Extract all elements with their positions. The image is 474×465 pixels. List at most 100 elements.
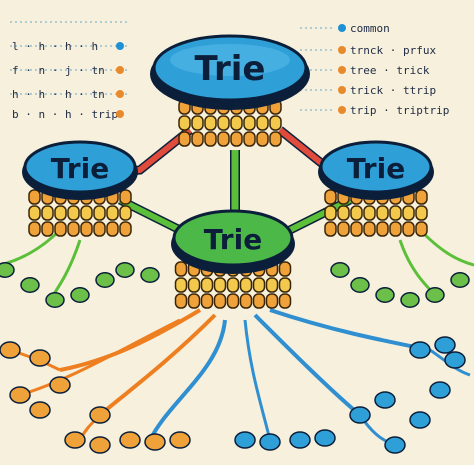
chip (178, 115, 191, 131)
leaf-node (444, 351, 466, 369)
trie-right-label: Trie (347, 152, 405, 185)
leaf-node (29, 349, 51, 367)
chip (324, 189, 337, 205)
leaf-node (289, 431, 311, 449)
chip (269, 115, 282, 131)
leaf-node (64, 431, 86, 449)
trie-center-label: Trie (204, 223, 262, 256)
chip (324, 205, 337, 221)
chip (252, 277, 266, 293)
chip (106, 205, 119, 221)
leaf-node (314, 429, 336, 447)
chip (243, 131, 256, 147)
chip (226, 293, 240, 309)
leaf-node (425, 287, 445, 303)
chip (243, 115, 256, 131)
legend-right-item-3: tree · trick (350, 64, 430, 77)
chip (187, 293, 201, 309)
chip (415, 189, 428, 205)
chip (174, 293, 188, 309)
chip (119, 221, 132, 237)
leaf-node (234, 431, 256, 449)
chip (106, 221, 119, 237)
chip (119, 205, 132, 221)
chip (80, 221, 93, 237)
trie-left-label: Trie (51, 152, 109, 185)
chip-stack (174, 261, 292, 309)
chip (191, 131, 204, 147)
leaf-node (349, 406, 371, 424)
chip (28, 205, 41, 221)
chip (200, 293, 214, 309)
legend-left-item-4: b · n · h · trip (12, 108, 118, 121)
leaf-node (115, 262, 135, 278)
leaf-node (70, 287, 90, 303)
leaf-node (409, 341, 431, 359)
leaf-node (49, 376, 71, 394)
leaf-node (144, 433, 166, 451)
leaf-node (350, 277, 370, 293)
chip (363, 205, 376, 221)
chip (204, 131, 217, 147)
chip (217, 115, 230, 131)
chip (402, 221, 415, 237)
chip (217, 131, 230, 147)
chip (376, 221, 389, 237)
chip (350, 221, 363, 237)
chip (174, 261, 188, 277)
chip (363, 221, 376, 237)
chip (376, 205, 389, 221)
leaf-node (89, 436, 111, 454)
leaf-node (119, 431, 141, 449)
chip (204, 115, 217, 131)
chip-stacks (28, 99, 428, 309)
chip (230, 115, 243, 131)
trie-node-right: Trie (318, 140, 434, 200)
chip (93, 221, 106, 237)
legend-right: common trnck · prfux tree · trick trick … (300, 22, 449, 117)
leaf-node (95, 272, 115, 288)
chip (93, 205, 106, 221)
leaf-node (29, 401, 51, 419)
leaf-node (0, 262, 15, 278)
chip (256, 131, 269, 147)
chip (402, 205, 415, 221)
chip (67, 205, 80, 221)
chip (54, 205, 67, 221)
chip (239, 277, 253, 293)
branch-lines (0, 228, 474, 447)
chip (54, 221, 67, 237)
chip (230, 131, 243, 147)
chip (191, 115, 204, 131)
trie-root-label: Trie (195, 49, 266, 89)
chip (28, 189, 41, 205)
legend-right-item-2: trnck · prfux (350, 44, 436, 57)
chip (389, 205, 402, 221)
chip (187, 277, 201, 293)
leaf-node (140, 267, 160, 283)
leaf-node (450, 272, 470, 288)
leaf-node (89, 406, 111, 424)
chip (41, 221, 54, 237)
leaf-node (9, 386, 31, 404)
trie-node-left: Trie (22, 140, 138, 200)
leaf-node (0, 341, 21, 359)
leaf-node (429, 381, 451, 399)
chip (226, 277, 240, 293)
chip (265, 293, 279, 309)
legend-right-item-5: trip · triptrip (350, 104, 449, 117)
legend-left: l · h · h · h f · n · j · tn h · h · h ·… (10, 21, 130, 121)
chip (119, 189, 132, 205)
chip (252, 293, 266, 309)
chip (178, 131, 191, 147)
chip (269, 131, 282, 147)
chip (200, 277, 214, 293)
leaf-nodes (0, 262, 470, 454)
leaf-node (169, 431, 191, 449)
leaf-node (374, 391, 396, 409)
leaf-node (434, 336, 456, 354)
chip (265, 277, 279, 293)
chip (389, 221, 402, 237)
chip (415, 205, 428, 221)
